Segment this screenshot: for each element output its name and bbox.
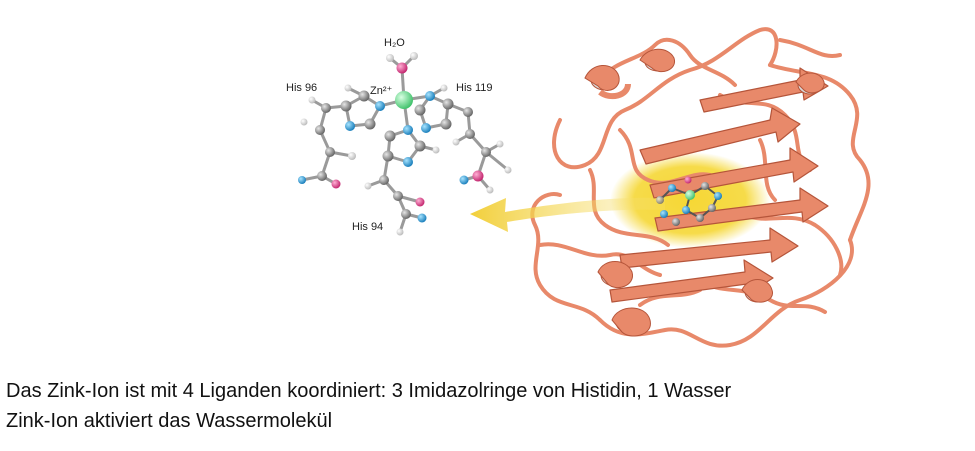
protein-helices <box>584 48 825 337</box>
zinc-coordination-molecule: H₂O Zn²⁺ His 96 His 119 His 94 <box>286 37 512 236</box>
zoom-arrow <box>470 197 665 232</box>
his94-label: His 94 <box>352 221 383 233</box>
helix-bottom-left <box>597 261 633 288</box>
helix-bottom-right <box>741 279 773 303</box>
zinc-label: Zn²⁺ <box>370 85 393 97</box>
helix-right <box>795 72 825 95</box>
helix-bottom <box>611 307 651 337</box>
his119-label: His 119 <box>456 82 492 94</box>
figure-caption: Das Zink-Ion ist mit 4 Liganden koordini… <box>6 376 971 436</box>
molecule-atoms <box>298 52 512 236</box>
zinc-ion-atom <box>395 91 413 109</box>
water-label: H₂O <box>384 37 405 49</box>
protein-ribbon-structure <box>530 27 871 348</box>
caption-line-1: Das Zink-Ion ist mit 4 Liganden koordini… <box>6 380 732 402</box>
helix-top-left <box>584 65 631 100</box>
protein-coils <box>530 27 871 348</box>
caption-line-2: Zink-Ion aktiviert das Wassermolekül <box>6 410 333 432</box>
his96-label: His 96 <box>286 82 317 94</box>
zinc-active-site-figure: H₂O Zn²⁺ His 96 His 119 His 94 <box>286 27 871 348</box>
helix-top <box>639 48 676 73</box>
